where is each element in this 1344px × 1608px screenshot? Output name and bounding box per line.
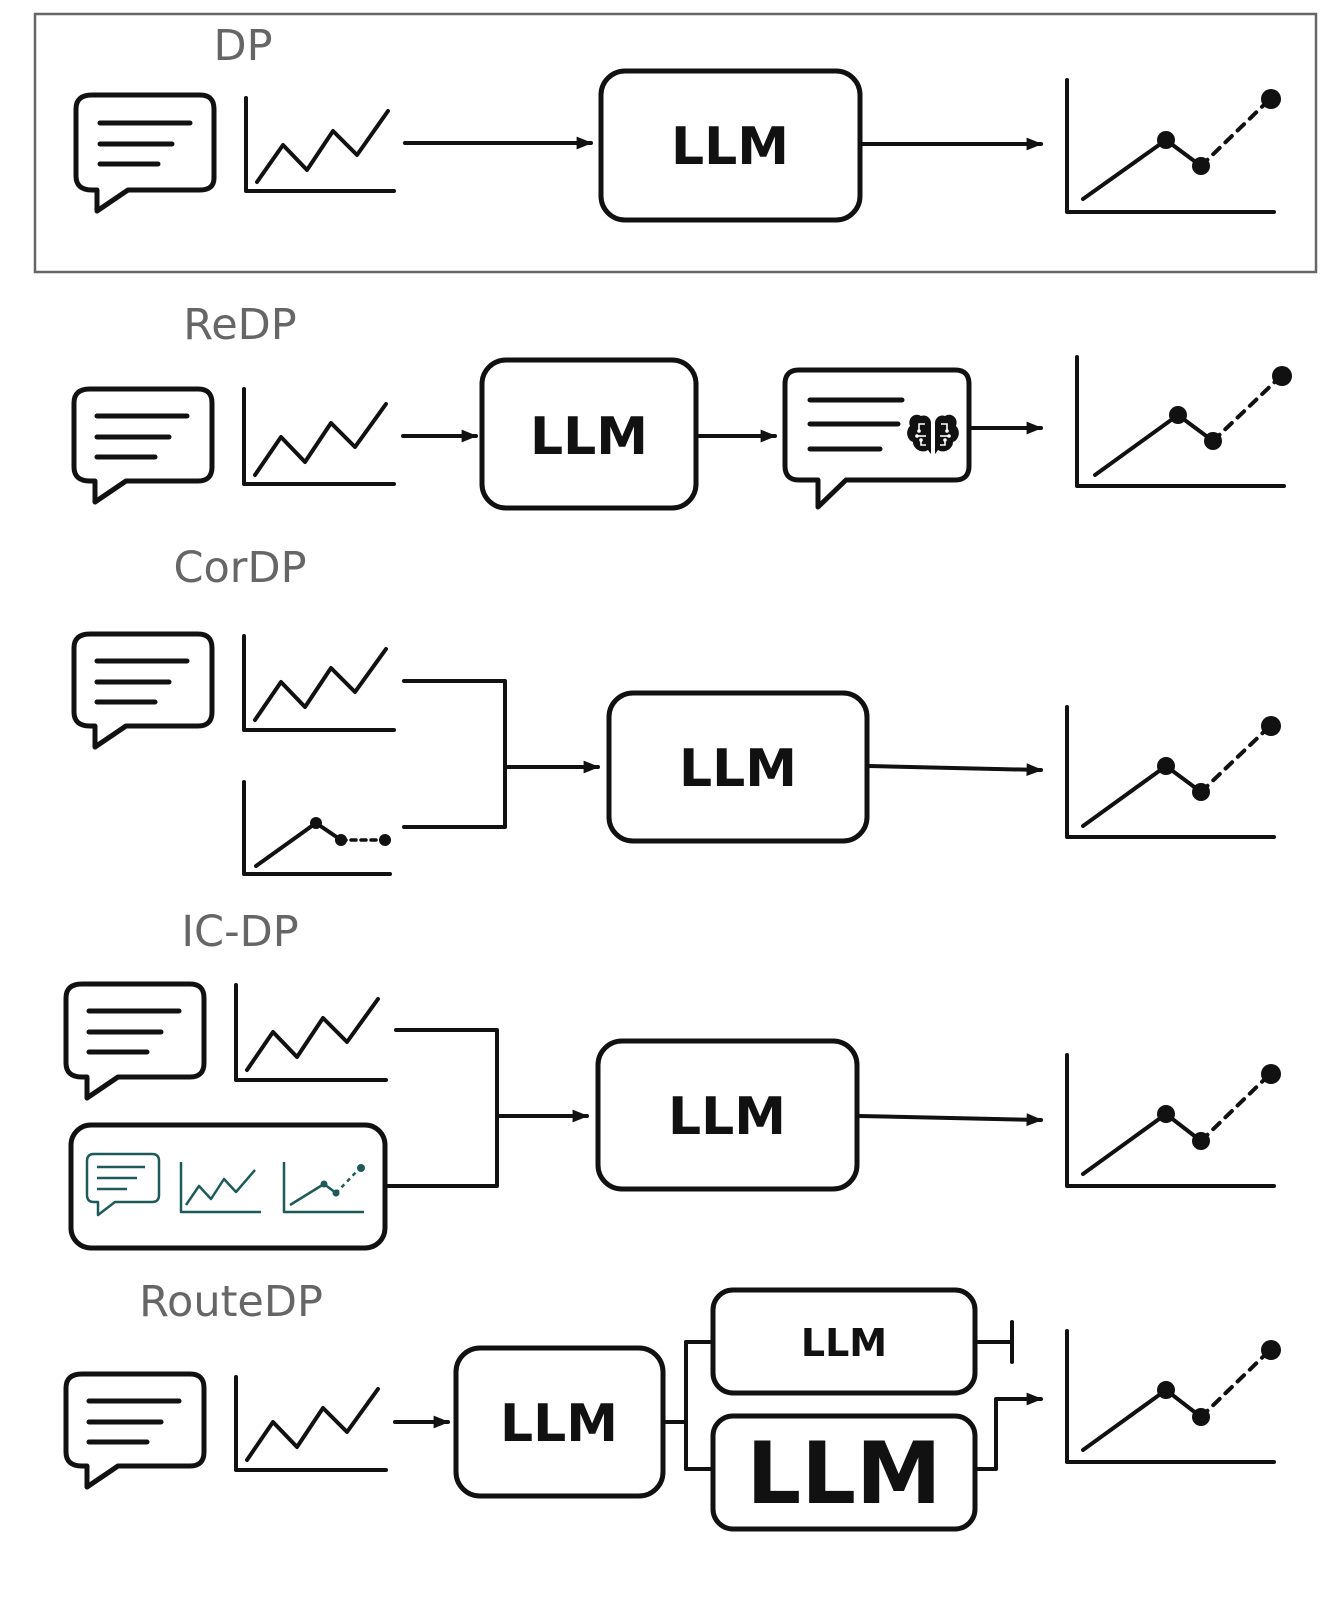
highlight-frame xyxy=(33,12,1318,274)
pipeline-label: RouteDP xyxy=(139,1277,323,1327)
time-series-icon xyxy=(244,96,396,193)
pipeline-dp: DP LLM xyxy=(33,12,1318,274)
llm-label: LLM xyxy=(530,407,648,467)
forecast-plot-icon xyxy=(1065,78,1281,214)
brain-circuit-icon xyxy=(907,414,959,454)
llm-box: LLM xyxy=(606,690,870,844)
pipeline-label: CorDP xyxy=(173,543,306,593)
llm-box: LLM xyxy=(595,1038,860,1192)
chat-bubble-icon xyxy=(85,1152,161,1217)
forecast-plot-icon xyxy=(1065,705,1281,839)
arrow xyxy=(857,1113,1043,1127)
forecast-plot-icon xyxy=(1075,355,1292,488)
llm-box: LLM xyxy=(598,68,863,223)
llm-label: LLM xyxy=(679,739,797,799)
reasoning-bubble xyxy=(782,367,972,510)
time-series-icon xyxy=(234,1375,388,1472)
merge-bracket xyxy=(402,679,507,829)
small-llm-box: LLM xyxy=(710,1287,978,1396)
chat-bubble-icon xyxy=(63,1371,207,1490)
llm-label: LLM xyxy=(801,1321,887,1365)
time-series-icon xyxy=(179,1162,261,1214)
merge-bracket xyxy=(385,1028,499,1188)
chat-bubble-icon xyxy=(63,981,207,1101)
pipeline-icdp: IC-DP xyxy=(63,907,1281,1251)
pipeline-redp: ReDP LLM xyxy=(71,300,1292,511)
large-llm-box: LLM xyxy=(710,1413,978,1532)
in-context-examples-box xyxy=(68,1122,388,1251)
llm-label: LLM xyxy=(671,117,789,177)
llm-label: LLM xyxy=(668,1087,786,1147)
llm-box: LLM xyxy=(479,357,699,511)
arrow xyxy=(867,763,1043,777)
pipeline-cordp: CorDP LLM xyxy=(71,543,1281,876)
time-series-icon xyxy=(242,634,396,732)
draft-forecast-icon xyxy=(242,780,392,876)
llm-label: LLM xyxy=(746,1424,941,1524)
llm-label: LLM xyxy=(500,1394,618,1454)
pipeline-label: ReDP xyxy=(183,300,296,350)
pipeline-label: DP xyxy=(213,21,272,71)
forecast-plot-icon xyxy=(1065,1329,1281,1464)
time-series-icon xyxy=(242,387,396,486)
forecast-plot-icon xyxy=(282,1162,365,1214)
time-series-icon xyxy=(234,983,388,1082)
selected-path-arrow xyxy=(974,1392,1043,1471)
chat-bubble-icon xyxy=(71,386,215,505)
chat-bubble-icon xyxy=(73,92,217,214)
forecast-plot-icon xyxy=(1065,1053,1281,1188)
pipeline-label: IC-DP xyxy=(181,907,298,957)
router-llm-box: LLM xyxy=(453,1345,666,1499)
chat-bubble-icon xyxy=(71,631,215,750)
pipeline-routedp: RouteDP LLM LLM LLM xyxy=(63,1277,1281,1532)
